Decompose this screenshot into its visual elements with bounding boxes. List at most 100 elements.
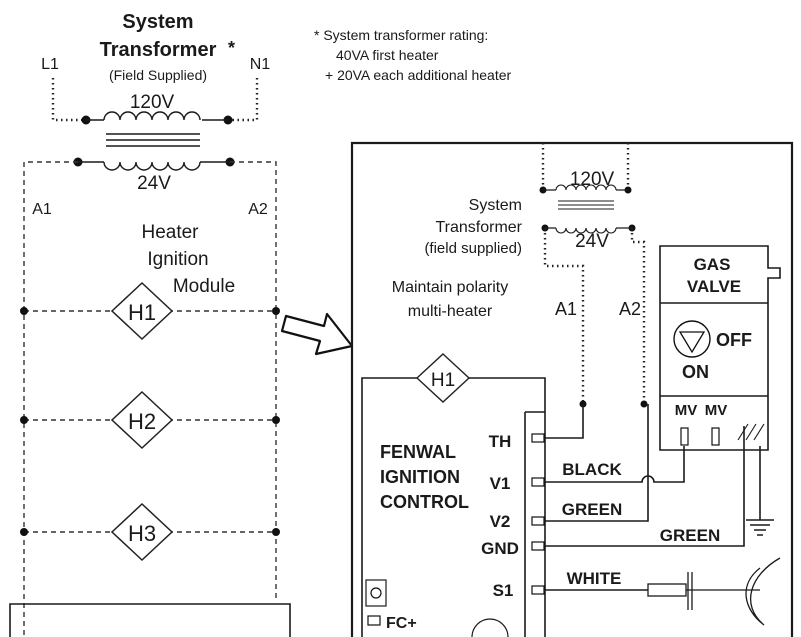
h1-diamond — [110, 281, 174, 341]
terminal-v2-tab — [531, 516, 545, 526]
burner-flame-icon — [745, 557, 781, 626]
wire-black-label: BLACK — [562, 460, 622, 479]
h2-node-right — [272, 416, 280, 424]
mv1-tab — [680, 427, 689, 446]
transformer-title-line1: System — [122, 11, 193, 33]
module-label-line3: Module — [173, 276, 235, 297]
polarity-note-line2: multi-heater — [408, 303, 493, 320]
fc-screw-icon — [370, 587, 382, 599]
transformer-title-line2: Transformer — [100, 39, 217, 61]
a1-bus — [23, 161, 78, 637]
fc-label: FC+ — [386, 615, 417, 632]
l1-label: L1 — [41, 56, 59, 73]
detail-h1-diamond — [415, 353, 471, 403]
terminal-v1: V1 — [490, 474, 511, 493]
a1-label: A1 — [32, 201, 52, 218]
control-label-line2: IGNITION — [380, 467, 460, 487]
rating-note-line3: + 20VA each additional heater — [325, 67, 512, 83]
valve-knob-icon — [673, 320, 711, 358]
detail-primary-voltage: 120V — [570, 169, 615, 190]
secondary-winding — [103, 161, 201, 171]
rating-note-line2: 40VA first heater — [336, 47, 439, 63]
a2-lead — [630, 228, 646, 402]
gas-valve-label-line1: GAS — [694, 255, 731, 274]
fc-terminal-box — [365, 579, 387, 607]
detail-core — [558, 200, 614, 210]
gas-valve-label-line2: VALVE — [687, 277, 741, 296]
terminal-strip — [524, 411, 545, 637]
n1-lead — [228, 78, 259, 122]
wire-gnd — [544, 426, 745, 547]
h2-label: H2 — [128, 409, 156, 434]
igniter-body — [647, 583, 687, 597]
detail-h1-label: H1 — [431, 370, 455, 391]
wire-black — [544, 446, 685, 483]
wire-green1-label: GREEN — [562, 500, 622, 519]
h3-node-left — [20, 528, 28, 536]
control-label-line1: FENWAL — [380, 442, 456, 462]
terminal-v2: V2 — [490, 512, 511, 531]
wire-green2-label: GREEN — [660, 526, 720, 545]
terminal-th: TH — [489, 432, 512, 451]
detail-secondary-winding — [555, 227, 617, 234]
primary-voltage-label: 120V — [130, 92, 175, 113]
detail-a2-label: A2 — [619, 299, 641, 319]
ground-symbol-icon — [746, 519, 774, 536]
transformer-subtitle: (Field Supplied) — [109, 67, 207, 83]
detail-secondary-voltage: 24V — [575, 231, 609, 252]
h3-node-right — [272, 528, 280, 536]
valve-off-label: OFF — [716, 330, 752, 350]
transformer-asterisk: * — [228, 38, 235, 58]
heater-bus: Heater Ignition Module H1 H2 H3 — [9, 161, 291, 637]
system-transformer: System Transformer * (Field Supplied) L1… — [32, 11, 270, 218]
wire-white-label: WHITE — [567, 569, 622, 588]
callout-arrow — [280, 312, 354, 356]
valve-on-label: ON — [682, 362, 709, 382]
wire-v2 — [544, 404, 649, 522]
module-label-line1: Heater — [141, 222, 199, 243]
terminal-s1-tab — [531, 585, 545, 595]
mv2-label: MV — [705, 402, 728, 419]
h1-label: H1 — [128, 300, 156, 325]
detail-a1-label: A1 — [555, 299, 577, 319]
h1-node-right — [272, 307, 280, 315]
control-label-line3: CONTROL — [380, 492, 469, 512]
terminal-gnd: GND — [481, 539, 519, 558]
bottom-box — [9, 603, 291, 637]
h1-node-left — [20, 307, 28, 315]
detail-primary-winding — [555, 184, 617, 191]
detail-transformer-label-line3: (field supplied) — [424, 240, 522, 257]
valve-pointer-icon — [678, 331, 706, 354]
fc-tab — [367, 615, 381, 626]
polarity-note-line1: Maintain polarity — [392, 279, 509, 296]
detail-transformer-label-line1: System — [469, 197, 522, 214]
terminal-v1-tab — [531, 477, 545, 487]
terminal-gnd-tab — [531, 541, 545, 551]
gas-valve-body — [659, 245, 781, 451]
n1-label: N1 — [250, 56, 271, 73]
terminal-s1: S1 — [493, 581, 514, 600]
detail-frame — [350, 141, 794, 637]
igniter-post — [687, 572, 693, 610]
l1-lead — [51, 78, 84, 122]
ground-hatch-icon — [737, 423, 765, 441]
fc-arc — [471, 618, 509, 637]
rating-note: * System transformer rating: 40VA first … — [314, 27, 512, 83]
a2-lead-node — [640, 400, 648, 408]
a2-bus — [230, 161, 277, 600]
detail-transformer-label-line2: Transformer — [435, 219, 522, 236]
wire-th — [544, 404, 584, 439]
mv1-label: MV — [675, 402, 698, 419]
h2-node-left — [20, 416, 28, 424]
secondary-voltage-label: 24V — [137, 173, 171, 194]
h3-diamond — [110, 502, 174, 562]
rating-note-line1: * System transformer rating: — [314, 27, 488, 43]
h3-label: H3 — [128, 521, 156, 546]
a2-label: A2 — [248, 201, 268, 218]
module-label-line2: Ignition — [147, 249, 208, 270]
detail-panel: 120V 24V System Transformer (field suppl… — [350, 141, 794, 637]
mv2-tab — [711, 427, 720, 446]
h2-diamond — [110, 390, 174, 450]
transformer-core — [106, 133, 200, 147]
